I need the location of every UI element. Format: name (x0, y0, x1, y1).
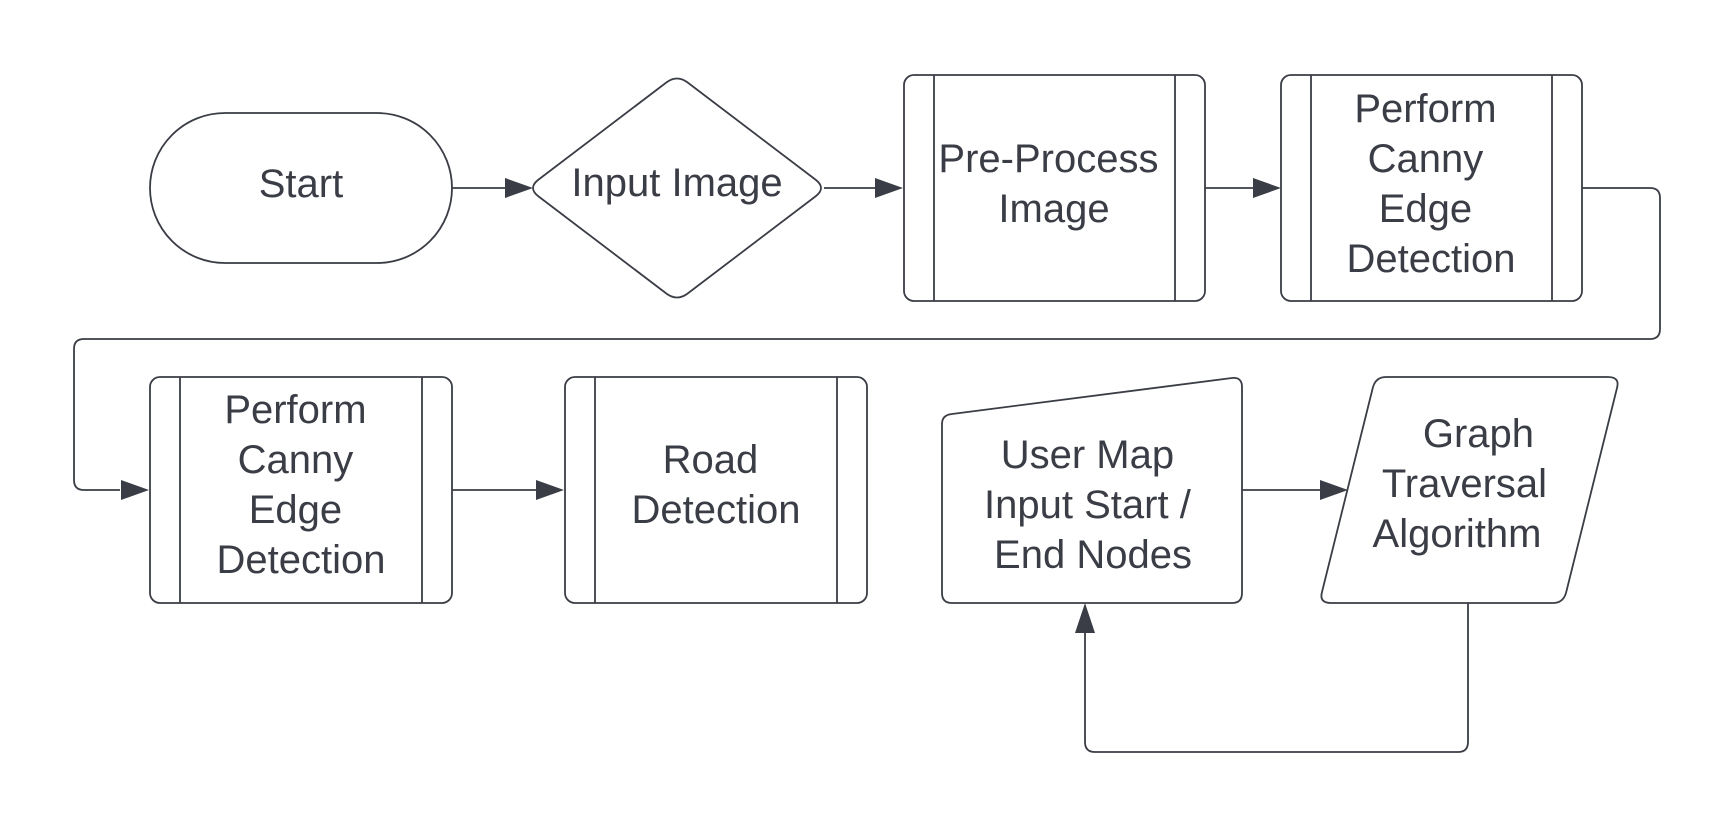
edge-graph-traversal-to-user-map (1084, 603, 1469, 753)
node-label-line: Pre-Process (938, 137, 1158, 181)
arrowhead (505, 178, 533, 198)
arrowhead (536, 480, 564, 500)
decision-shape (532, 77, 822, 299)
arrowhead (1075, 603, 1095, 633)
node-label-line: Edge (1379, 187, 1472, 231)
arrowhead (121, 480, 149, 500)
node-graph-traversal: Graph Traversal Algorithm (1320, 376, 1619, 604)
node-label-line: Perform (224, 388, 366, 432)
manual-input-shape (941, 377, 1243, 604)
edges (73, 178, 1661, 753)
predefined-process-shape (1280, 74, 1583, 302)
node-pre-process: Pre-Process Image (903, 74, 1206, 302)
edge-canny-1-to-canny-2 (73, 187, 1661, 491)
arrowhead (1253, 178, 1281, 198)
node-label-line: Canny (238, 438, 354, 482)
node-road-detection: Road Detection (564, 376, 868, 604)
node-label-line: Input Start / (984, 483, 1192, 527)
node-label-line: Detection (632, 488, 801, 532)
node-canny-1: Perform Canny Edge Detection (1280, 74, 1583, 302)
node-label-line: Edge (249, 488, 342, 532)
arrowhead (1320, 480, 1348, 500)
node-label-line: Detection (217, 538, 386, 582)
node-label: Graph Traversal Algorithm (1373, 412, 1559, 556)
node-label: Road Detection (632, 438, 801, 532)
node-start: Start (149, 112, 453, 264)
node-label: Input Image (571, 161, 782, 205)
predefined-process-shape (903, 74, 1206, 302)
predefined-process-shape (564, 376, 868, 604)
node-canny-2: Perform Canny Edge Detection (149, 376, 453, 604)
node-label-line: Perform (1354, 87, 1496, 131)
node-user-map-input: User Map Input Start / End Nodes (941, 377, 1243, 604)
node-label: Perform Canny Edge Detection (217, 388, 386, 582)
node-label-line: Road (663, 438, 759, 482)
node-label-line: User Map (1001, 433, 1174, 477)
node-label: Pre-Process Image (938, 137, 1169, 231)
node-label-line: Graph (1423, 412, 1534, 456)
node-label-line: Algorithm (1373, 512, 1542, 556)
node-label-line: Detection (1347, 237, 1516, 281)
predefined-process-shape (149, 376, 453, 604)
node-label-line: Traversal (1382, 462, 1547, 506)
terminator-shape (149, 112, 453, 264)
arrowhead (875, 178, 903, 198)
node-label-line: End Nodes (994, 533, 1192, 577)
node-label-line: Canny (1368, 137, 1484, 181)
node-label-line: Input Image (571, 161, 782, 205)
node-input-image: Input Image (532, 77, 822, 299)
data-shape (1320, 376, 1619, 604)
node-label-line: Image (998, 187, 1109, 231)
node-label-line: Start (259, 162, 343, 206)
node-label: User Map Input Start / End Nodes (984, 433, 1202, 577)
node-label: Start (259, 162, 343, 206)
node-label: Perform Canny Edge Detection (1347, 87, 1516, 281)
